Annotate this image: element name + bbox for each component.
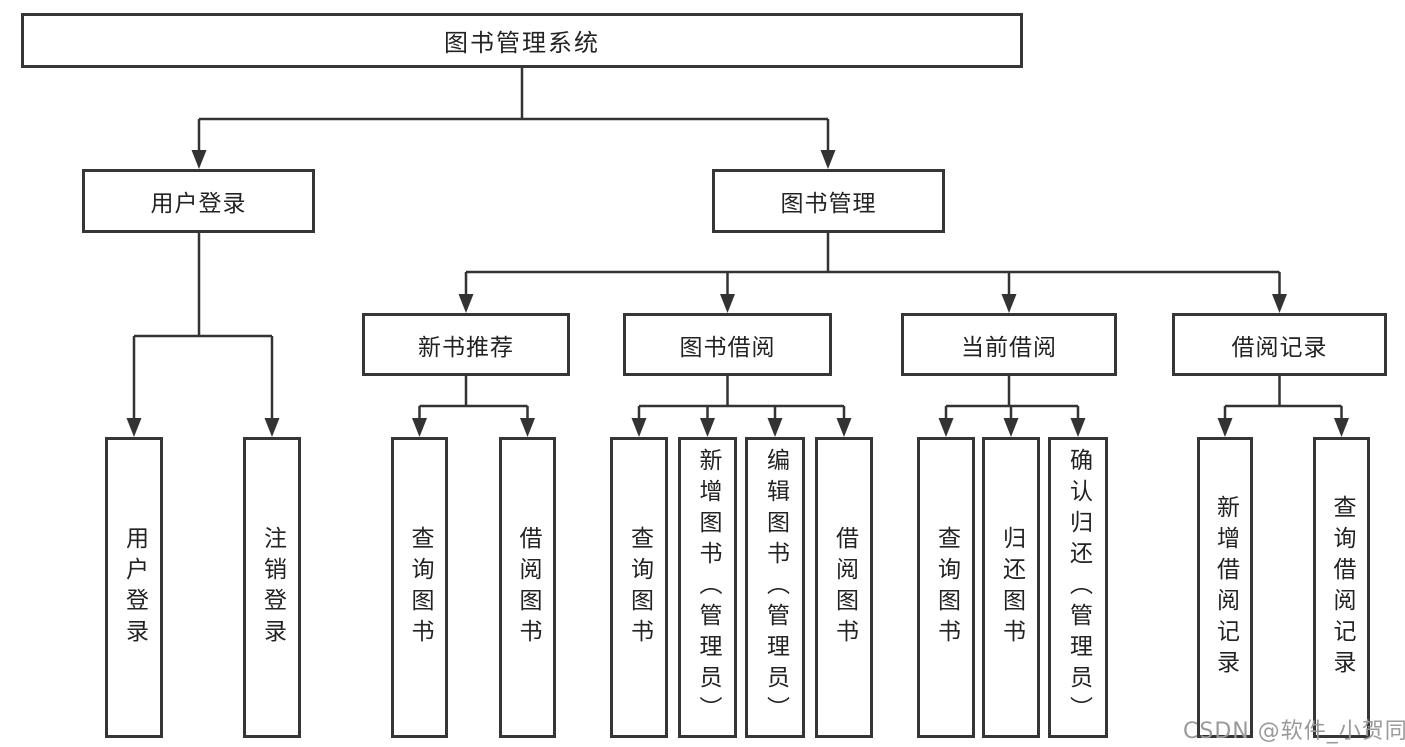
leaf-add-borrow-record: 新增借阅记录 (1197, 437, 1253, 738)
leaf-return-books: 归还图书 (982, 437, 1040, 738)
leaf-borrow-books-2: 借阅图书 (815, 437, 873, 738)
node-book-management: 图书管理 (712, 169, 945, 233)
node-new-book-recommend-label: 新书推荐 (418, 334, 514, 361)
arrowheads (126, 150, 1349, 437)
leaf-borrow-books-1-label: 借阅图书 (515, 525, 541, 650)
leaf-query-books-2: 查询图书 (610, 437, 668, 738)
leaf-add-books-admin-label: 新增图书（管理员） (695, 448, 721, 727)
leaf-user-login-label: 用户登录 (121, 525, 148, 650)
node-system-label: 图书管理系统 (444, 29, 600, 57)
leaf-edit-books-admin: 编辑图书（管理员） (745, 437, 805, 738)
node-borrow-records: 借阅记录 (1172, 313, 1387, 376)
leaf-logout: 注销登录 (243, 437, 301, 738)
node-user-login: 用户登录 (82, 169, 315, 233)
connector-path (132, 68, 1343, 422)
node-new-book-recommend: 新书推荐 (362, 313, 570, 376)
leaf-confirm-return-admin-label: 确认归还（管理员） (1065, 448, 1092, 727)
leaf-borrow-books-2-label: 借阅图书 (831, 525, 858, 650)
node-current-borrow-label: 当前借阅 (961, 334, 1057, 361)
leaf-query-books-1-label: 查询图书 (407, 525, 433, 650)
leaf-query-books-3: 查询图书 (917, 437, 975, 738)
node-book-borrow: 图书借阅 (623, 313, 832, 376)
leaf-return-books-label: 归还图书 (998, 525, 1025, 650)
leaf-query-borrow-record: 查询借阅记录 (1313, 437, 1370, 738)
leaf-query-books-1: 查询图书 (391, 437, 448, 738)
node-current-borrow: 当前借阅 (901, 313, 1117, 376)
leaf-confirm-return-admin: 确认归还（管理员） (1048, 437, 1108, 738)
leaf-add-borrow-record-label: 新增借阅记录 (1212, 494, 1239, 681)
leaf-logout-label: 注销登录 (259, 525, 286, 650)
node-user-login-label: 用户登录 (150, 191, 247, 217)
leaf-query-borrow-record-label: 查询借阅记录 (1329, 494, 1355, 681)
leaf-query-books-2-label: 查询图书 (626, 525, 653, 650)
leaf-add-books-admin: 新增图书（管理员） (678, 437, 737, 738)
watermark-text: CSDN @软件_小贺同学 (1183, 719, 1405, 744)
leaf-user-login: 用户登录 (105, 437, 163, 738)
leaf-borrow-books-1: 借阅图书 (499, 437, 556, 738)
leaf-query-books-3-label: 查询图书 (933, 525, 960, 650)
node-system: 图书管理系统 (21, 13, 1023, 68)
node-book-management-label: 图书管理 (780, 191, 877, 217)
node-book-borrow-label: 图书借阅 (679, 334, 776, 361)
node-borrow-records-label: 借阅记录 (1231, 334, 1328, 361)
leaf-edit-books-admin-label: 编辑图书（管理员） (762, 448, 789, 727)
